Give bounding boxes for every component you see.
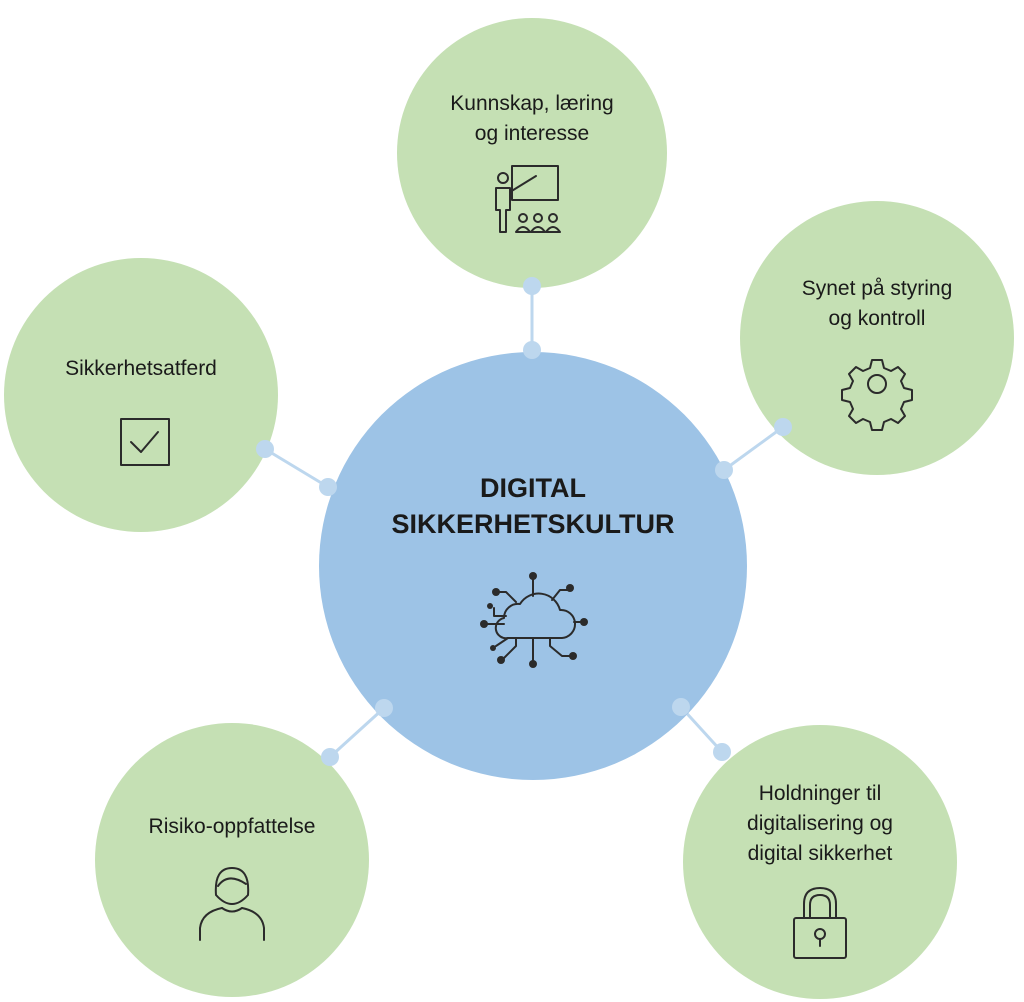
dot-governance-outer <box>774 418 792 436</box>
dot-governance-inner <box>715 461 733 479</box>
dot-risk-outer <box>321 748 339 766</box>
node-knowledge-circle <box>397 18 667 288</box>
node-behavior-circle <box>4 258 278 532</box>
node-knowledge-label-line2: og interesse <box>475 122 589 145</box>
gear-icon <box>841 359 913 431</box>
padlock-icon <box>793 887 847 959</box>
connector-attitudes <box>679 705 724 754</box>
center-title-line1: DIGITAL <box>480 473 586 503</box>
node-behavior-label: Sikkerhetsatferd <box>65 357 217 380</box>
connector-dots <box>256 277 792 766</box>
node-governance-circle <box>740 201 1014 475</box>
connector-behavior <box>264 447 329 489</box>
dot-behavior-inner <box>319 478 337 496</box>
dot-attitudes-outer <box>713 743 731 761</box>
center-title-line2: SIKKERHETSKULTUR <box>392 509 675 539</box>
dot-knowledge-outer <box>523 277 541 295</box>
node-attitudes-label-line1: Holdninger til <box>759 782 882 805</box>
connector-risk <box>328 706 386 759</box>
teacher-presentation-icon <box>495 165 561 233</box>
node-attitudes-circle <box>683 725 957 999</box>
node-risk-circle <box>95 723 369 997</box>
node-knowledge-label-line1: Kunnskap, læring <box>450 92 613 115</box>
cloud-network-icon <box>480 572 588 668</box>
node-governance-label-line1: Synet på styring <box>802 277 953 300</box>
center-circle <box>319 352 747 780</box>
dot-behavior-outer <box>256 440 274 458</box>
node-attitudes-label-line3: digital sikkerhet <box>748 842 893 865</box>
node-governance-label-line2: og kontroll <box>829 307 926 330</box>
node-attitudes-label-line2: digitalisering og <box>747 812 893 835</box>
dot-knowledge-inner <box>523 341 541 359</box>
dot-risk-inner <box>375 699 393 717</box>
connector-governance <box>723 425 784 472</box>
connectors <box>264 286 784 759</box>
dot-attitudes-inner <box>672 698 690 716</box>
node-risk-label: Risiko-oppfattelse <box>149 815 316 838</box>
checkbox-icon <box>120 418 170 466</box>
person-icon <box>199 867 265 941</box>
